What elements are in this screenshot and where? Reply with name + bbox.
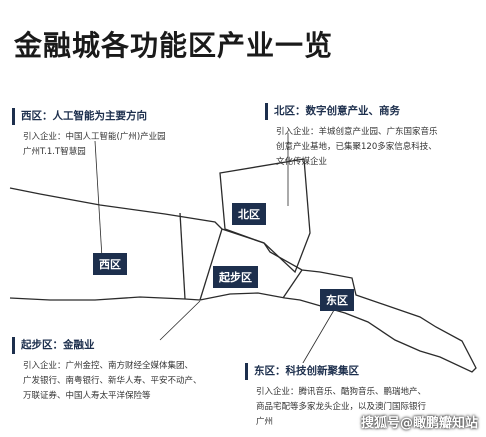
callout-north-line: 引入企业：羊城创意产业园、广东国家音乐 bbox=[276, 127, 438, 137]
zone-label-east: 东区 bbox=[320, 289, 354, 311]
watermark: 搜狐号@瞰鹏瓣知站 bbox=[360, 416, 478, 431]
callout-east-line: 广州 bbox=[256, 417, 274, 427]
callout-east-heading: 东区：科技创新聚集区 bbox=[245, 363, 365, 380]
zone-label-west: 西区 bbox=[93, 253, 127, 275]
callout-west-line: 引入企业：中国人工智能(广州)产业园 bbox=[23, 132, 166, 142]
callout-east-line: 商品宅配等多家龙头企业，以及澳门国际银行 bbox=[256, 402, 427, 412]
callout-north-line: 创意产业基地，已集聚120多家信息科技、 bbox=[276, 142, 437, 152]
callout-north: 北区：数字创意产业、商务 引入企业：羊城创意产业园、广东国家音乐 创意产业基地，… bbox=[265, 103, 438, 170]
callout-west-line: 广州T.1.T智慧园 bbox=[23, 147, 86, 157]
page-title: 金融城各功能区产业一览 bbox=[14, 29, 334, 62]
callout-west-heading: 西区：人工智能为主要方向 bbox=[12, 108, 153, 125]
district-outline bbox=[9, 187, 477, 373]
district-divider-start bbox=[199, 228, 223, 301]
zone-label-start: 起步区 bbox=[213, 266, 258, 288]
callout-north-line: 文化传媒企业 bbox=[276, 157, 328, 167]
callout-north-heading: 北区：数字创意产业、商务 bbox=[265, 103, 406, 120]
district-divider-east bbox=[282, 269, 303, 299]
leader-line-start bbox=[159, 300, 201, 341]
district-divider-west bbox=[179, 212, 186, 300]
callout-start: 起步区：金融业 引入企业：广州金控、南方财经全媒体集团、 广发银行、南粤银行、新… bbox=[12, 337, 202, 404]
callout-start-line: 广发银行、南粤银行、新华人寿、平安不动产、 bbox=[23, 376, 202, 386]
callout-start-line: 万联证券、中国人寿太平洋保险等 bbox=[23, 391, 151, 401]
north-district-boundary bbox=[219, 158, 311, 274]
callout-east-line: 引入企业：腾讯音乐、酷狗音乐、鹏瑞地产、 bbox=[256, 387, 427, 397]
zone-label-north: 北区 bbox=[232, 203, 266, 225]
callout-start-heading: 起步区：金融业 bbox=[12, 337, 101, 354]
callout-east: 东区：科技创新聚集区 引入企业：腾讯音乐、酷狗音乐、鹏瑞地产、 商品宅配等多家龙… bbox=[245, 363, 426, 430]
leader-line-west bbox=[94, 140, 103, 259]
callout-west: 西区：人工智能为主要方向 引入企业：中国人工智能(广州)产业园 广州T.1.T智… bbox=[12, 108, 166, 160]
callout-start-line: 引入企业：广州金控、南方财经全媒体集团、 bbox=[23, 361, 194, 371]
leader-line-east bbox=[299, 304, 338, 369]
